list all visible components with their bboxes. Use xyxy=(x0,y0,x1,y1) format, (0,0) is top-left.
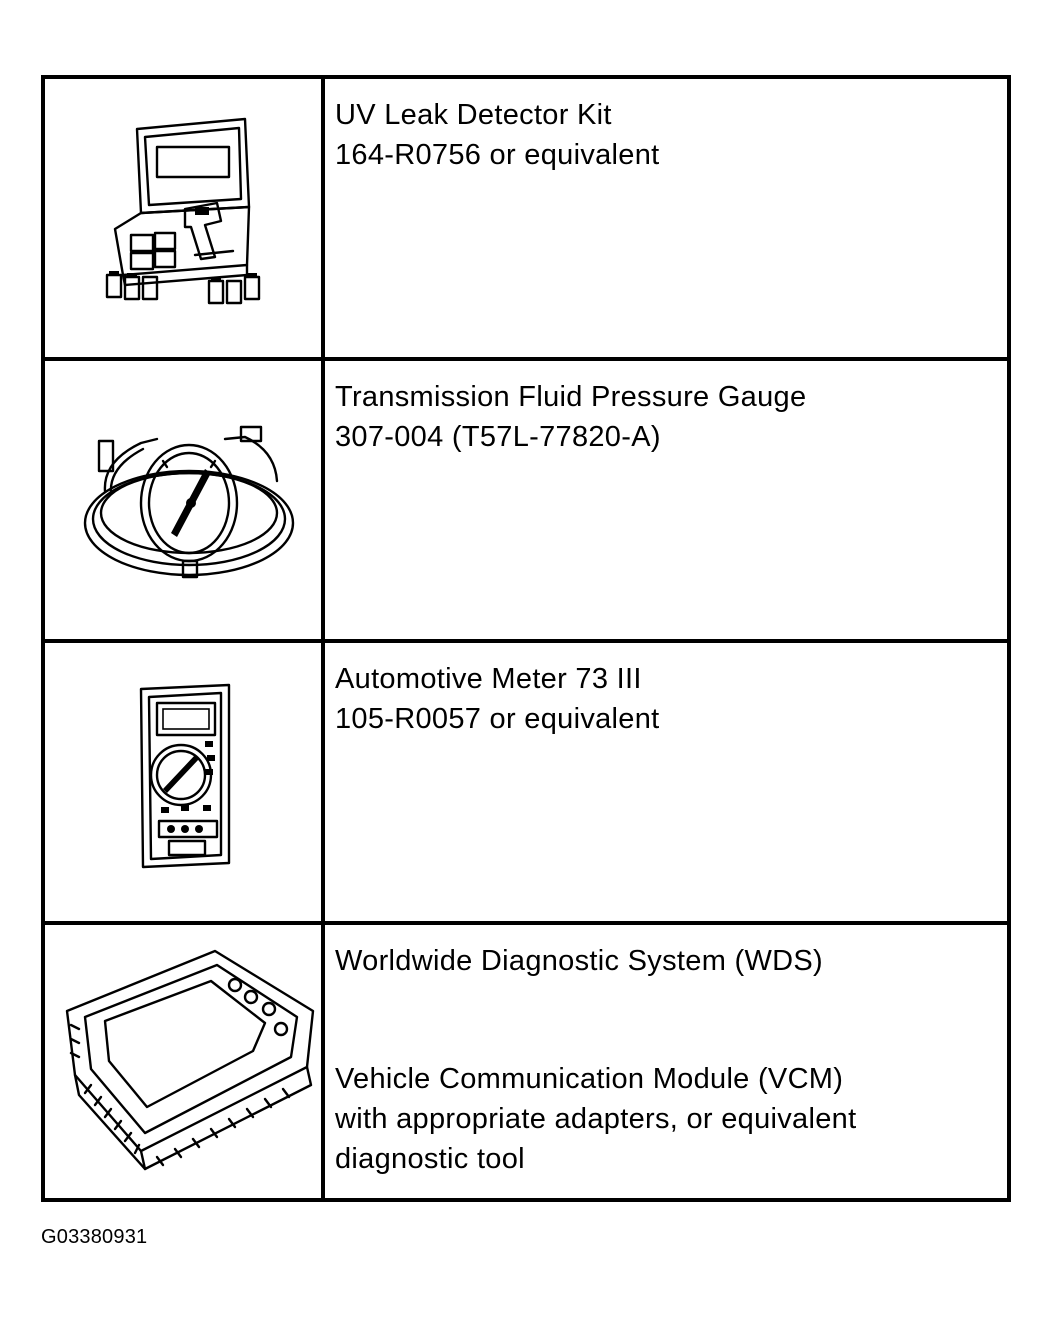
tool-row-uv-leak-detector: UV Leak Detector Kit 164-R0756 or equiva… xyxy=(45,79,1007,361)
tool-image-cell xyxy=(45,643,325,921)
tool-description: UV Leak Detector Kit 164-R0756 or equiva… xyxy=(325,79,1007,357)
tool-name: UV Leak Detector Kit xyxy=(335,99,612,131)
tool-image-cell xyxy=(45,361,325,639)
tool-part-number: 307-004 (T57L-77820-A) xyxy=(335,421,661,453)
tool-description: Automotive Meter 73 III 105-R0057 or equ… xyxy=(325,643,1007,921)
special-tools-table: UV Leak Detector Kit 164-R0756 or equiva… xyxy=(41,75,1011,1202)
tool-description: Worldwide Diagnostic System (WDS) Vehicl… xyxy=(325,925,1007,1202)
automotive-meter-illustration-icon xyxy=(139,683,231,869)
tool-row-diagnostic-system: Worldwide Diagnostic System (WDS) Vehicl… xyxy=(45,925,1007,1202)
diagnostic-system-illustration-icon xyxy=(65,949,315,1171)
tool-module-name: Vehicle Communication Module (VCM) xyxy=(335,1063,844,1095)
figure-id: G03380931 xyxy=(41,1226,148,1248)
pressure-gauge-illustration-icon xyxy=(83,425,295,579)
tool-name: Transmission Fluid Pressure Gauge xyxy=(335,381,807,413)
tool-name: Worldwide Diagnostic System (WDS) xyxy=(335,945,823,977)
tool-name: Automotive Meter 73 III xyxy=(335,663,642,695)
uv-leak-detector-kit-illustration-icon xyxy=(105,117,261,305)
tool-module-detail: with appropriate adapters, or equivalent xyxy=(335,1103,857,1135)
tool-module-detail: diagnostic tool xyxy=(335,1143,525,1175)
tool-row-pressure-gauge: Transmission Fluid Pressure Gauge 307-00… xyxy=(45,361,1007,643)
tool-description: Transmission Fluid Pressure Gauge 307-00… xyxy=(325,361,1007,639)
tool-row-automotive-meter: Automotive Meter 73 III 105-R0057 or equ… xyxy=(45,643,1007,925)
tool-image-cell xyxy=(45,79,325,357)
tool-image-cell xyxy=(45,925,325,1202)
tool-part-number: 164-R0756 or equivalent xyxy=(335,139,660,171)
tool-part-number: 105-R0057 or equivalent xyxy=(335,703,660,735)
text-gap xyxy=(335,981,997,1059)
